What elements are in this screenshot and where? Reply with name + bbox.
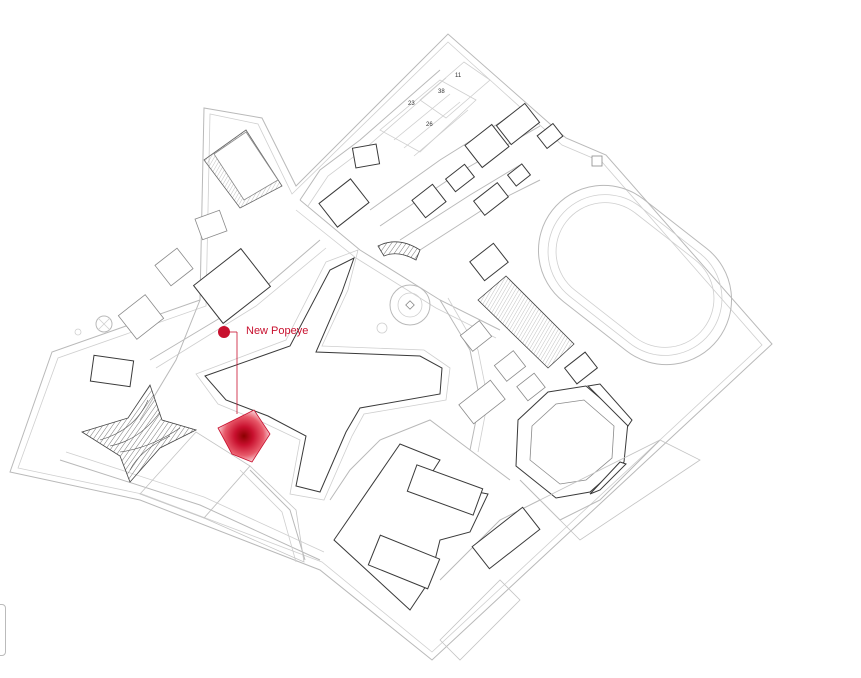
hatched-stand [203, 129, 283, 209]
land-plots [139, 431, 701, 661]
left-edge-bracket [0, 604, 6, 656]
parking-number-26: 26 [426, 122, 433, 128]
grandstand [477, 275, 575, 369]
running-track [537, 184, 733, 366]
curved-hatched-building [377, 241, 421, 261]
parking-area: 11 38 23 26 [379, 61, 491, 157]
buildings [89, 102, 603, 611]
marker-label[interactable]: New Popeye [246, 325, 308, 337]
star-building [195, 249, 451, 501]
location-marker[interactable]: New Popeye [218, 325, 308, 414]
hatched-x-building [81, 384, 198, 483]
roundabout [376, 284, 431, 334]
site-boundary [9, 33, 773, 661]
parking-number-23: 23 [408, 101, 415, 107]
parking-number-11: 11 [455, 73, 462, 79]
new-popeye-building[interactable] [217, 409, 271, 463]
parking-number-38: 38 [438, 89, 445, 95]
marker-dot-icon[interactable] [218, 326, 230, 338]
octagonal-arena [515, 383, 633, 499]
traffic-circle [74, 315, 113, 336]
